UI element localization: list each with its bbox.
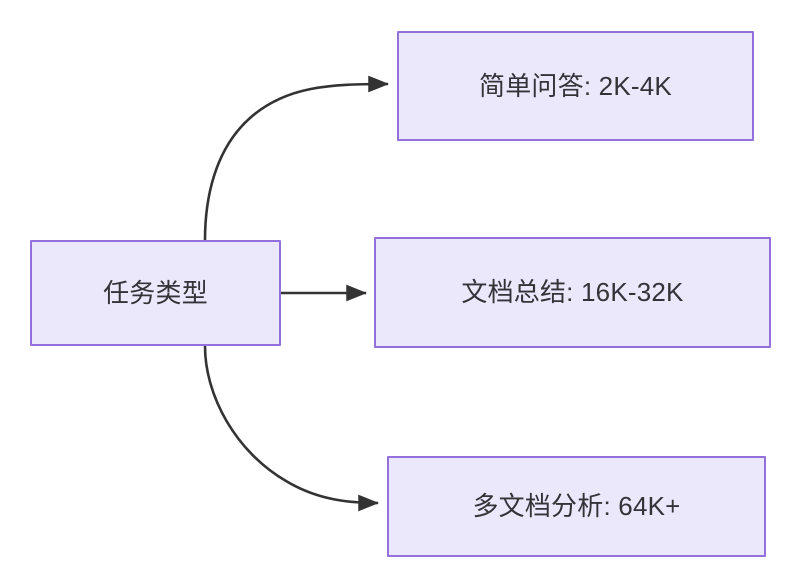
node-multi-doc-analysis-label: 多文档分析: 64K+: [472, 491, 681, 522]
node-simple-qa-label: 简单问答: 2K-4K: [479, 70, 672, 101]
node-multi-doc-analysis[interactable]: 多文档分析: 64K+: [387, 456, 766, 557]
node-doc-summary[interactable]: 文档总结: 16K-32K: [374, 237, 771, 348]
node-task-type-label: 任务类型: [103, 277, 208, 308]
edge-root-to-multi-doc: [203, 345, 380, 512]
edge-root-to-simple-qa: [203, 75, 390, 241]
node-task-type[interactable]: 任务类型: [30, 240, 281, 346]
node-simple-qa[interactable]: 简单问答: 2K-4K: [397, 31, 754, 141]
node-doc-summary-label: 文档总结: 16K-32K: [461, 277, 684, 308]
